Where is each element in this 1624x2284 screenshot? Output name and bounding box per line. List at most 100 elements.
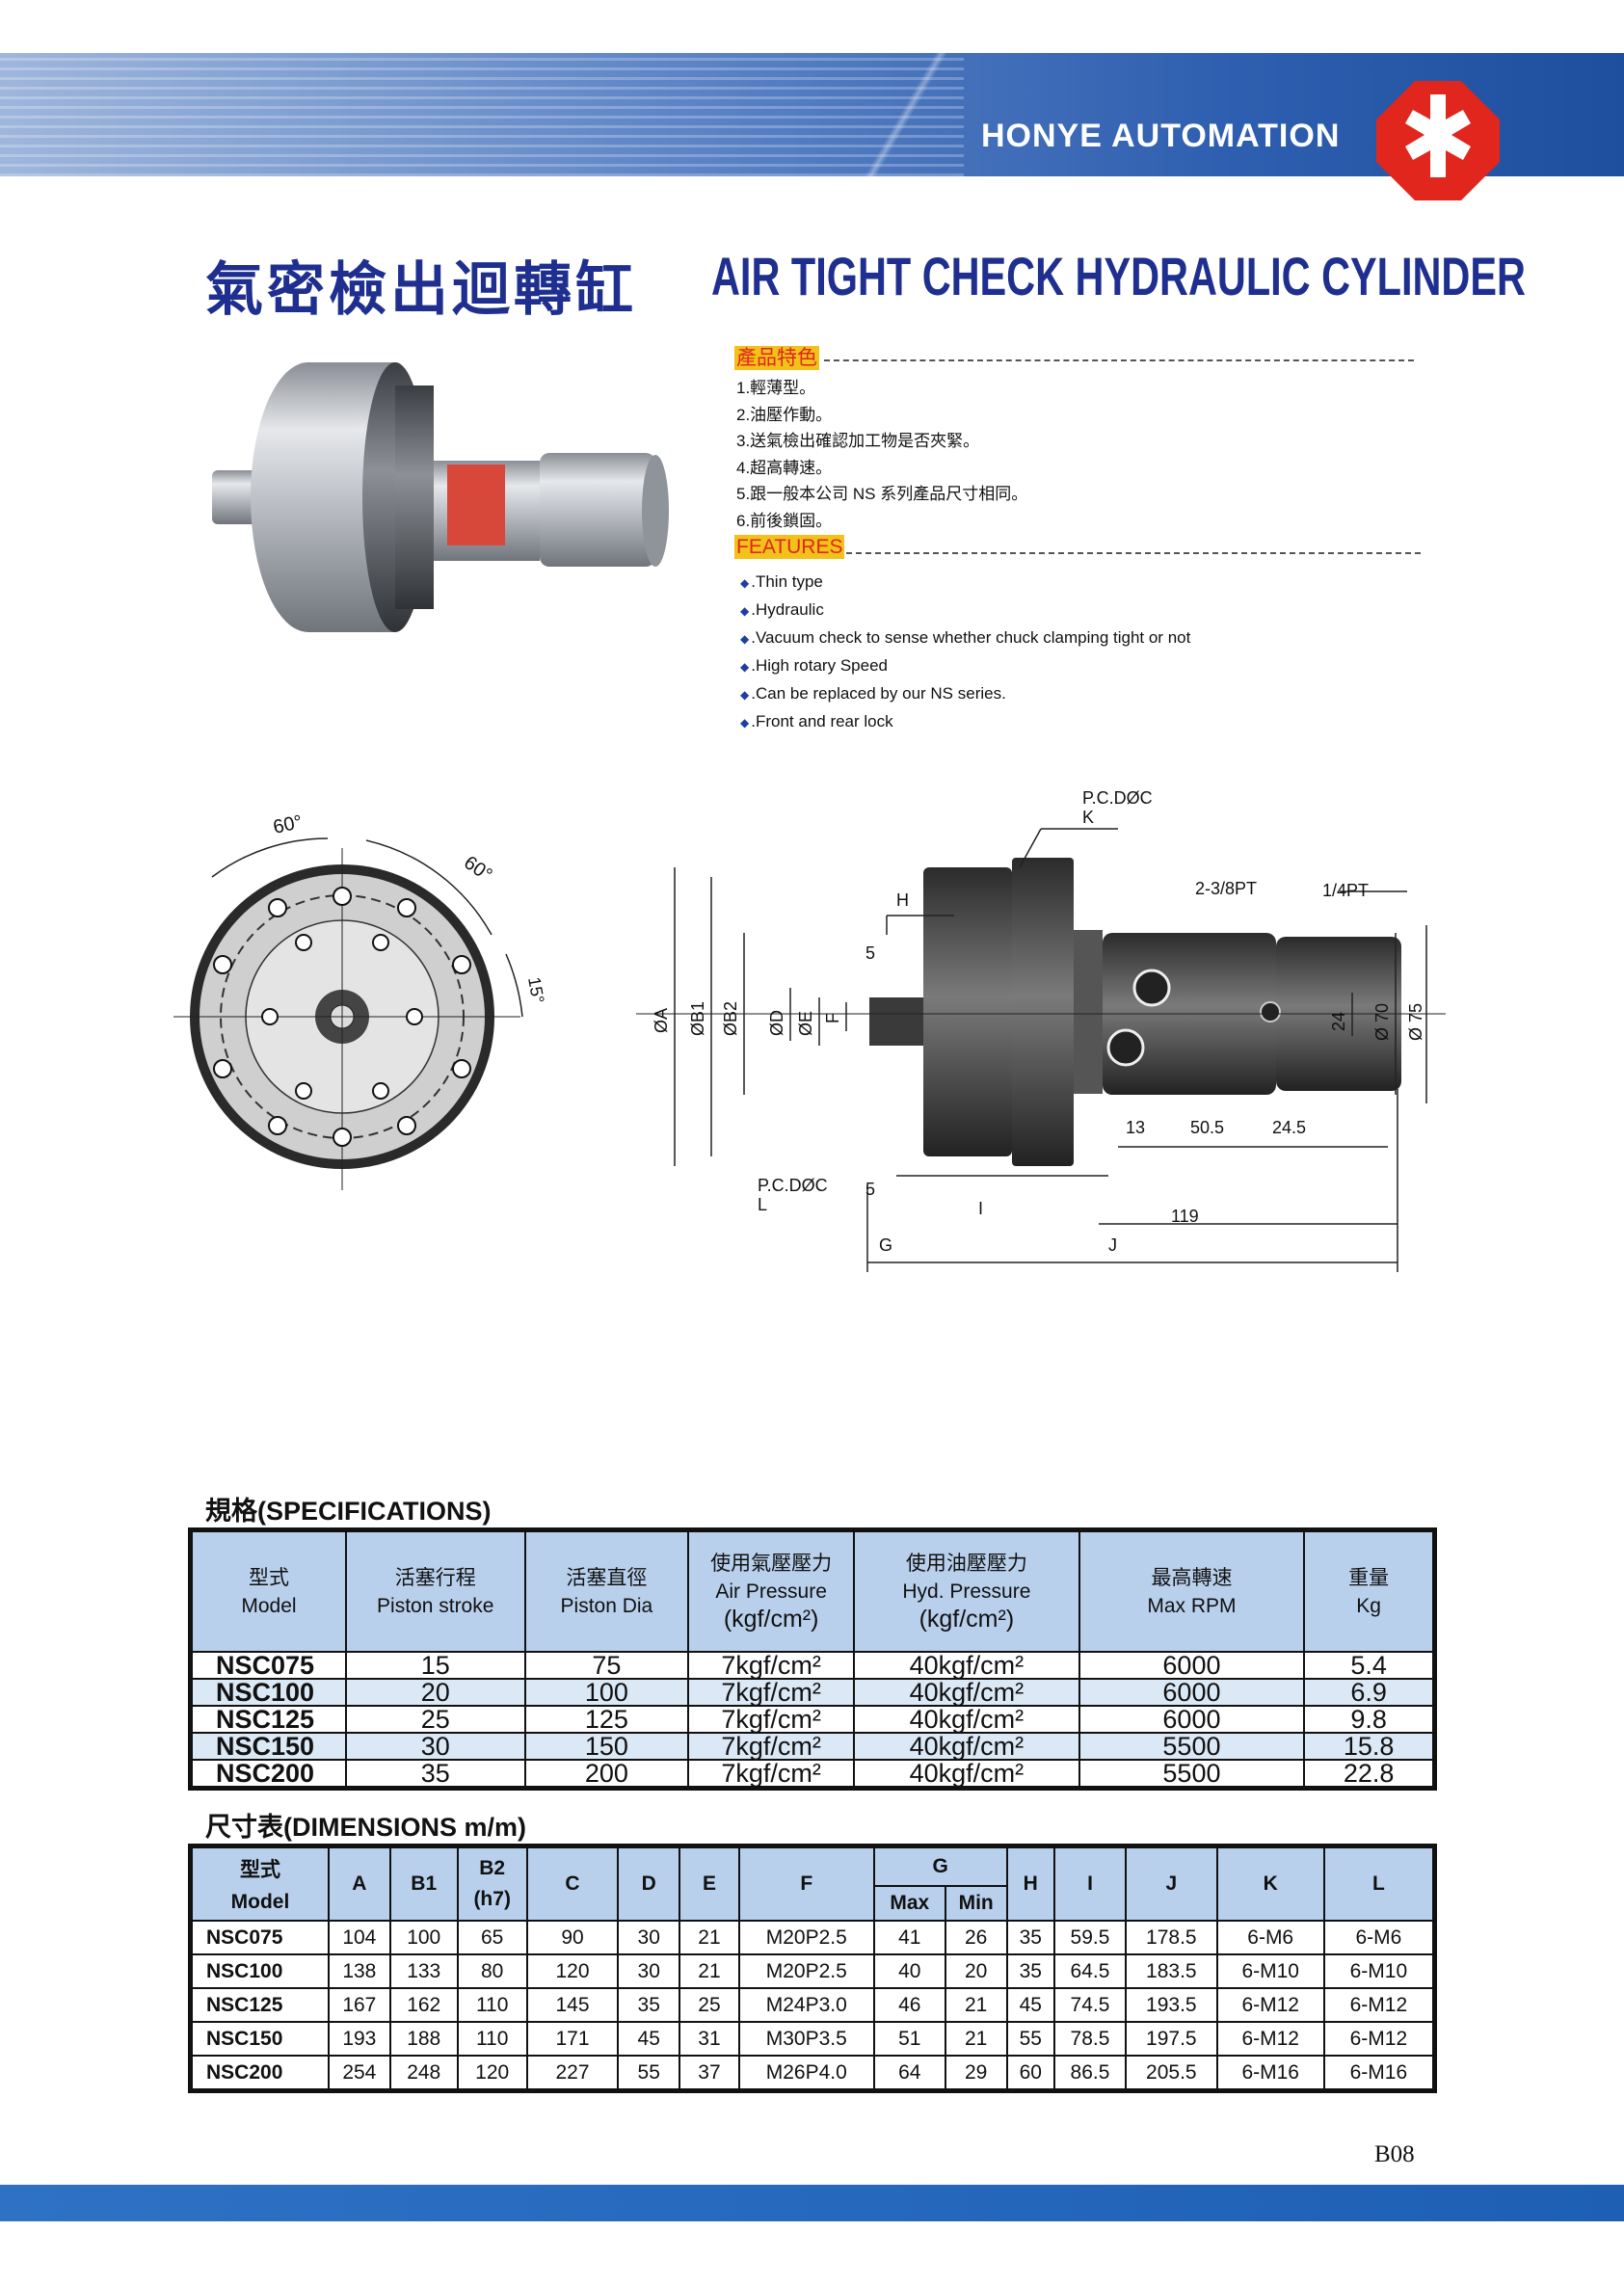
pcd-l-label: P.C.DØC xyxy=(758,1176,828,1195)
feature-en-item: ◆.High rotary Speed xyxy=(740,656,888,675)
feature-zh-item: 2.油壓作動。 xyxy=(736,405,833,424)
honye-logo-icon xyxy=(1376,81,1500,200)
dims-subheader-row: Max Min xyxy=(192,1885,1433,1922)
title-english: AIR TIGHT CHECK HYDRAULIC CYLINDER xyxy=(711,246,1526,306)
features-en-tag: FEATURES xyxy=(734,535,845,559)
angle-label: 15° xyxy=(524,975,547,1004)
k-label: K xyxy=(1082,808,1094,827)
bullet-icon: ◆ xyxy=(740,576,750,590)
i-label: I xyxy=(978,1199,983,1218)
bullet-icon: ◆ xyxy=(740,604,750,618)
th-f: F xyxy=(737,1846,875,1922)
bullet-icon: ◆ xyxy=(740,716,750,730)
header-stripes xyxy=(0,53,964,176)
th-l: L xyxy=(1322,1846,1435,1922)
th-e: E xyxy=(679,1846,740,1922)
divider xyxy=(846,552,1421,554)
th-j: J xyxy=(1125,1846,1218,1922)
feature-en-item: ◆.Hydraulic xyxy=(740,600,824,619)
product-photo xyxy=(212,362,669,632)
dim-5-label: 5 xyxy=(865,943,875,963)
dim-5-label: 5 xyxy=(865,1180,875,1199)
bullet-icon: ◆ xyxy=(740,660,750,674)
dims-title: 尺寸表(DIMENSIONS m/m) xyxy=(205,1813,527,1842)
th-k: K xyxy=(1215,1846,1325,1922)
brand-name: HONYE AUTOMATION xyxy=(981,118,1341,154)
th-g-max: Max xyxy=(872,1885,946,1922)
footer-band xyxy=(0,2185,1624,2221)
feature-en-item: ◆.Can be replaced by our NS series. xyxy=(740,684,1006,703)
dia-b1-label: ØB1 xyxy=(688,1001,707,1036)
th-h: H xyxy=(1005,1846,1055,1922)
dia-a-label: ØA xyxy=(652,1008,671,1033)
feature-en-item: ◆.Thin type xyxy=(740,572,823,591)
feature-zh-item: 6.前後鎖固。 xyxy=(736,511,833,530)
feature-zh-item: 1.輕薄型。 xyxy=(736,379,816,397)
specs-title: 規格(SPECIFICATIONS) xyxy=(205,1497,492,1526)
feature-en-item: ◆.Front and rear lock xyxy=(740,712,893,730)
dia-d-label: ØD xyxy=(767,1010,786,1036)
dia-e-label: ØE xyxy=(796,1011,815,1036)
page-number: B08 xyxy=(1374,2141,1415,2167)
feature-zh-item: 4.超高轉速。 xyxy=(736,458,833,477)
g-label: G xyxy=(879,1235,892,1255)
front-view-drawing: 60° 60° 15° xyxy=(173,811,547,1190)
f-label: F xyxy=(823,1013,842,1023)
th-a: A xyxy=(327,1846,391,1922)
dim-13-label: 13 xyxy=(1126,1118,1145,1137)
h-label: H xyxy=(896,890,909,910)
th-g-min: Min xyxy=(944,1885,1008,1922)
side-view-drawing: P.C.DØC K 2-3/8PT 1/4PT H 5 5 P.C.DØC L … xyxy=(636,788,1446,1272)
bullet-icon: ◆ xyxy=(740,632,750,646)
dim-70-label: Ø 70 xyxy=(1372,1003,1392,1041)
features-zh-tag: 產品特色 xyxy=(734,346,819,370)
th-b2: B2(h7) xyxy=(456,1846,528,1922)
l-label: L xyxy=(758,1195,767,1214)
pcd-k-label: P.C.DØC xyxy=(1082,788,1153,808)
th-i: I xyxy=(1052,1846,1128,1922)
th-c: C xyxy=(525,1846,620,1922)
port-label: 2-3/8PT xyxy=(1195,879,1257,898)
feature-en-item: ◆.Vacuum check to sense whether chuck cl… xyxy=(740,628,1191,647)
th-g: G xyxy=(872,1846,1008,1887)
dim-50-label: 50.5 xyxy=(1190,1118,1224,1137)
feature-zh-item: 5.跟一般本公司 NS 系列產品尺寸相同。 xyxy=(736,485,1028,503)
dim-75-label: Ø 75 xyxy=(1406,1003,1425,1041)
angle-label: 60° xyxy=(271,811,304,838)
header-band xyxy=(0,53,1624,176)
bullet-icon: ◆ xyxy=(740,688,750,702)
title-chinese: 氣密檢出迴轉缸 xyxy=(205,256,637,324)
divider xyxy=(824,359,1414,361)
header-wedge xyxy=(790,53,1022,176)
dim-24-label: 24 xyxy=(1329,1012,1348,1031)
dim-119-label: 119 xyxy=(1171,1207,1199,1226)
j-label: J xyxy=(1108,1235,1117,1255)
port-label: 1/4PT xyxy=(1322,881,1369,900)
th-d: D xyxy=(617,1846,681,1922)
feature-zh-item: 3.送氣檢出確認加工物是否夾緊。 xyxy=(736,432,980,450)
th-b1: B1 xyxy=(388,1846,459,1922)
dia-b2-label: ØB2 xyxy=(721,1001,740,1036)
angle-label: 60° xyxy=(460,852,495,886)
dim-24-5-label: 24.5 xyxy=(1272,1118,1306,1137)
